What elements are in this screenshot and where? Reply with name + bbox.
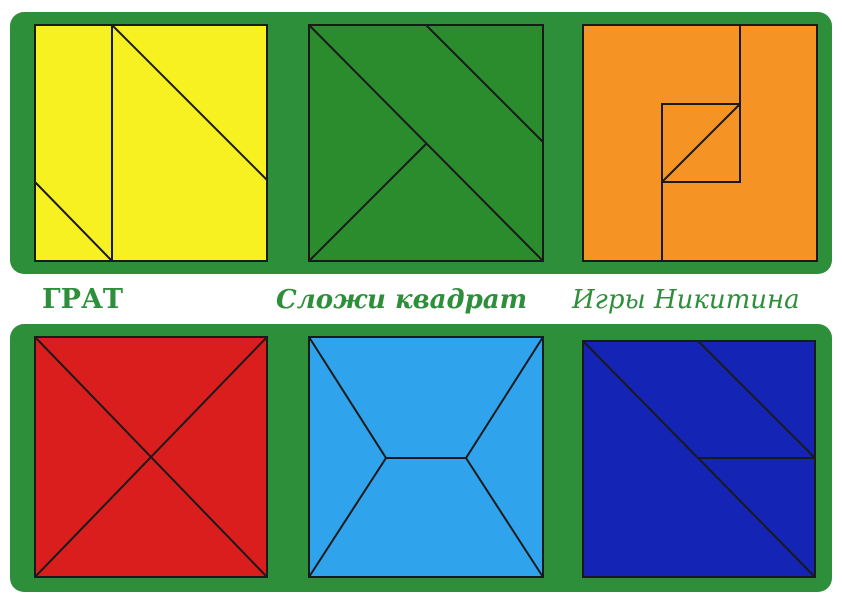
yellow-square-puzzle bbox=[34, 24, 268, 262]
caption-igry-nikitina: Игры Никитина bbox=[572, 280, 800, 320]
caption-grat: ГРАТ bbox=[42, 280, 123, 320]
yellow-square-body bbox=[35, 25, 267, 261]
red-square-puzzle bbox=[34, 336, 268, 578]
green-square-puzzle bbox=[308, 24, 544, 262]
orange-square-puzzle bbox=[582, 24, 818, 262]
light-blue-square-puzzle bbox=[308, 336, 544, 578]
dark-blue-square-puzzle bbox=[582, 340, 816, 578]
caption-slozhi-kvadrat: Сложи квадрат bbox=[276, 280, 527, 320]
